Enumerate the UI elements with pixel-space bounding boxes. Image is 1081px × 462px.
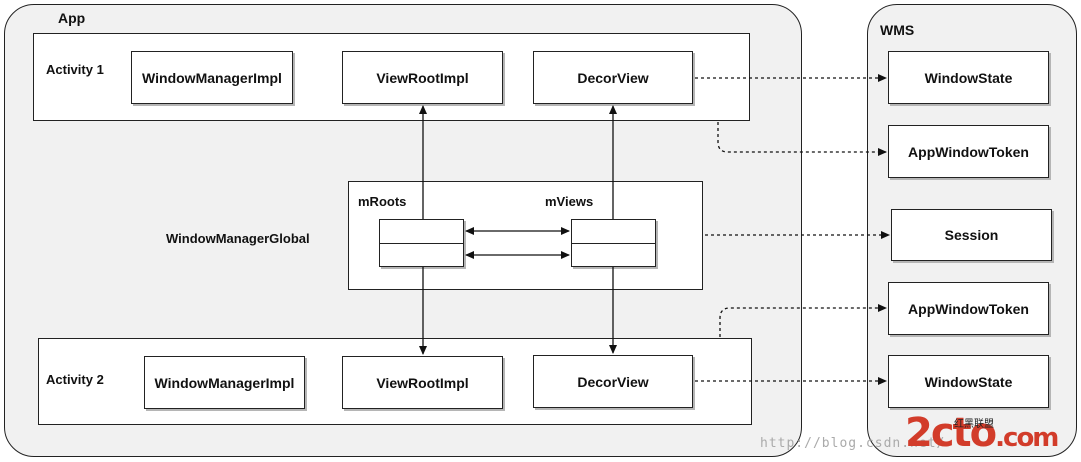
activity-2-decor-view: DecorView — [533, 355, 693, 408]
activity-1-decor-view: DecorView — [533, 51, 693, 104]
activity-2-to-token-arrow — [719, 304, 887, 337]
activity-1-label: Activity 1 — [46, 62, 104, 77]
window-manager-global-label: WindowManagerGlobal — [166, 231, 310, 246]
session-box: Session — [891, 209, 1052, 261]
activity-2-window-manager-impl: WindowManagerImpl — [144, 356, 305, 409]
activity-1-to-token-arrow — [717, 122, 887, 156]
activity-2-label: Activity 2 — [46, 372, 104, 387]
mroots-array — [379, 219, 464, 267]
mviews-label: mViews — [545, 194, 594, 209]
window-state-1: WindowState — [888, 51, 1049, 104]
app-window-token-2: AppWindowToken — [888, 282, 1049, 335]
mroots-label: mRoots — [358, 194, 407, 209]
activity-1-window-manager-impl: WindowManagerImpl — [131, 51, 293, 104]
watermark-logo: 2cto.com — [905, 410, 1059, 456]
watermark-tagline: 红黑联盟 — [954, 419, 994, 430]
activity-2-view-root-impl: ViewRootImpl — [342, 356, 503, 409]
app-window-token-1: AppWindowToken — [888, 125, 1049, 178]
app-title: App — [58, 10, 86, 26]
watermark-site: http://blog.csdn.net/ — [760, 436, 946, 451]
activity-1-view-root-impl: ViewRootImpl — [342, 51, 503, 104]
wms-title: WMS — [880, 22, 915, 38]
window-state-2: WindowState — [888, 355, 1049, 408]
mviews-array — [571, 219, 656, 267]
